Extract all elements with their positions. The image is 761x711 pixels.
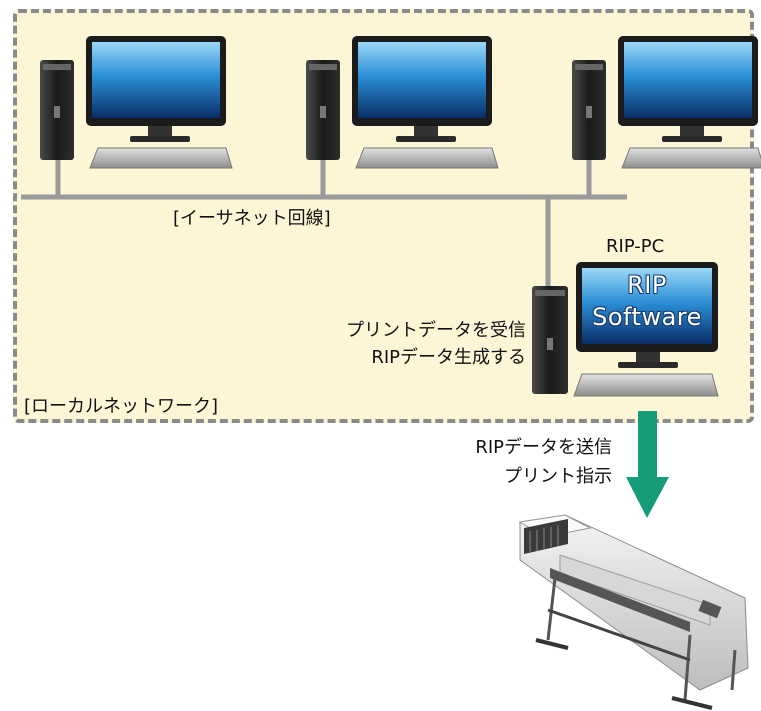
rip-pc-icon	[532, 262, 719, 397]
rip-screen-line1: RIP	[627, 271, 667, 299]
receive-label-line1: プリントデータを受信	[346, 320, 526, 341]
ethernet-line	[21, 160, 627, 290]
rip-screen-line2: Software	[592, 303, 702, 331]
send-arrow	[626, 411, 669, 518]
large-format-printer-icon	[518, 514, 749, 710]
receive-label-line2: RIPデータ生成する	[371, 347, 526, 368]
desktop-computer-icon	[572, 36, 761, 169]
rip-pc-label: RIP-PC	[606, 236, 665, 257]
send-label-line1: RIPデータを送信	[475, 437, 612, 458]
ethernet-label: [イーサネット回線]	[173, 208, 331, 229]
desktop-computer-icon	[40, 36, 233, 169]
desktop-computer-icon	[306, 36, 499, 169]
local-network-label: [ローカルネットワーク]	[24, 396, 219, 417]
send-label-line2: プリント指示	[504, 466, 612, 487]
